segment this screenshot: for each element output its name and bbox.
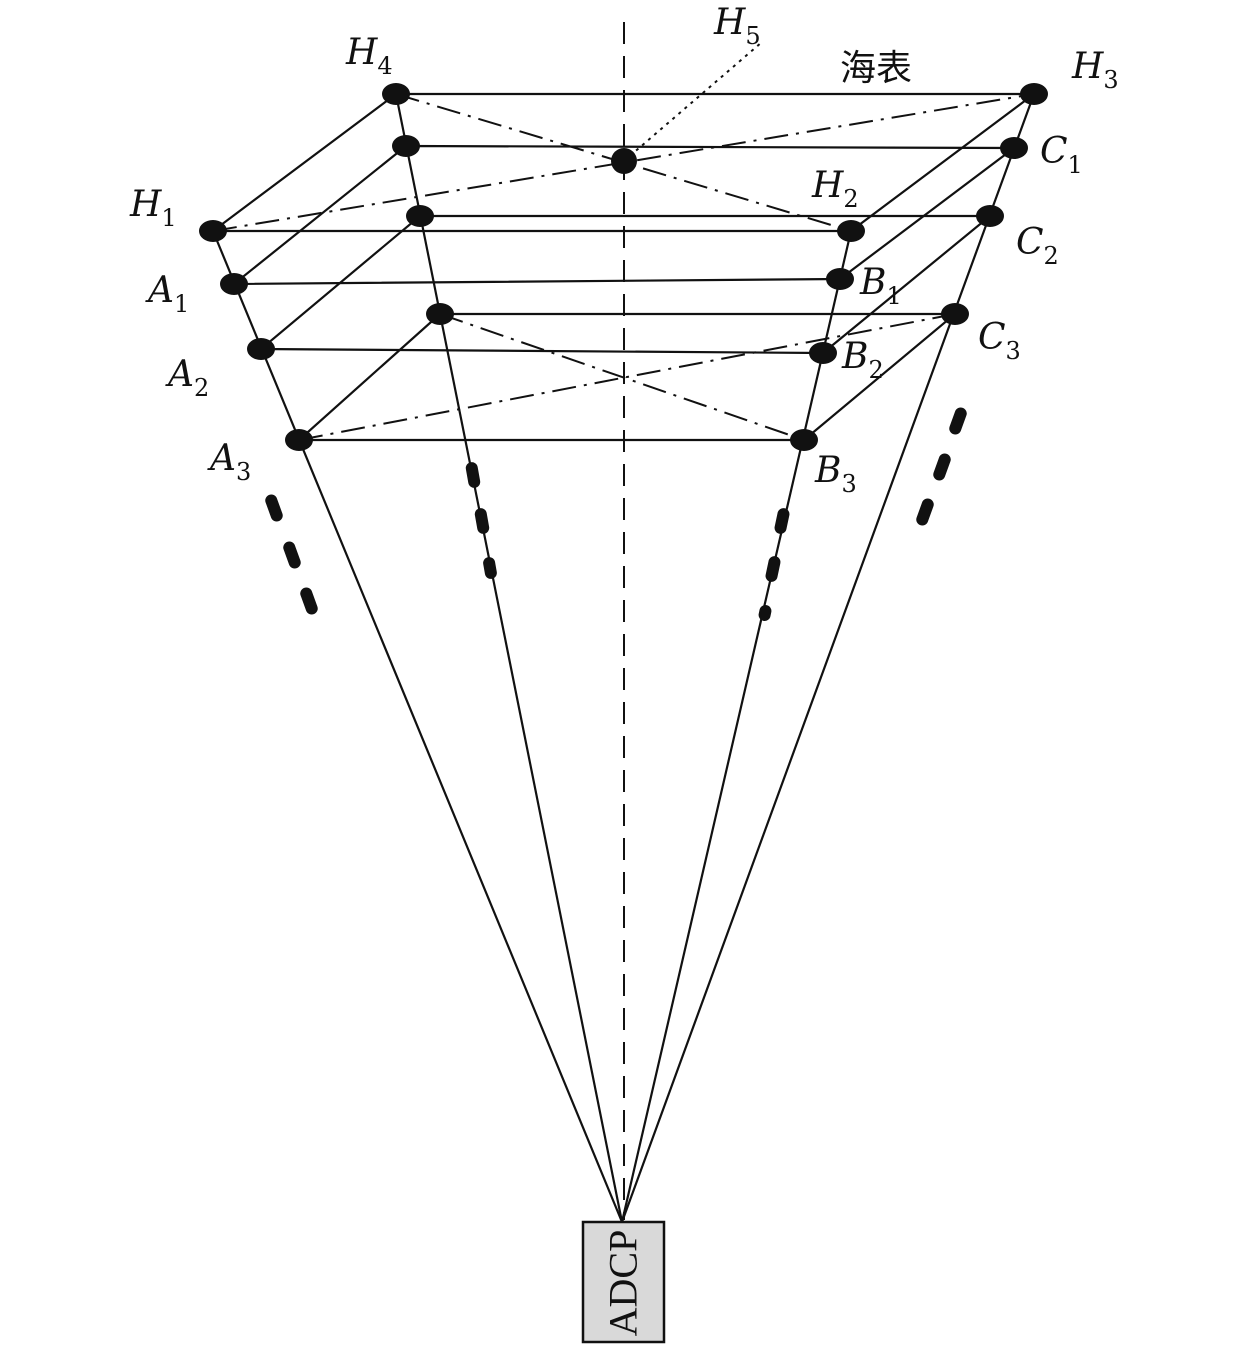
continuation-left-3 [300, 587, 318, 615]
nodes [199, 83, 1048, 451]
node-c3 [941, 303, 969, 325]
label-a1: A1 [145, 270, 189, 318]
node-a1 [220, 273, 248, 295]
adcp-device: ADCP [581, 1220, 666, 1344]
label-b2: B2 [841, 336, 884, 384]
continuation-left-1 [265, 494, 283, 522]
beam-h4 [394, 93, 624, 1223]
node-c1 [1000, 137, 1028, 159]
node-h2 [837, 220, 865, 242]
beam-h3 [620, 93, 1036, 1223]
label-h5: H5 [713, 2, 761, 50]
layer-3 [296, 312, 959, 442]
label-a3: A3 [207, 438, 251, 486]
layer-3-diag-a [298, 313, 956, 441]
beam-h1 [211, 230, 624, 1223]
continuation-left-2 [283, 541, 301, 569]
node-a2 [247, 338, 275, 360]
node-layer3-back-left [426, 303, 454, 325]
continuation-midright-1 [774, 508, 790, 534]
node-h5 [611, 148, 637, 174]
node-b3 [790, 429, 818, 451]
label-h4: H4 [345, 32, 393, 80]
node-b1 [826, 268, 854, 290]
continuation-right-2 [933, 453, 951, 481]
continuation-midleft-2 [474, 508, 490, 534]
continuation-marks [265, 407, 967, 621]
node-c2 [976, 205, 1004, 227]
sea-surface-label: 海表 [840, 48, 912, 89]
label-c1: C1 [1040, 131, 1083, 179]
label-h1: H1 [129, 184, 177, 232]
continuation-midright-2 [765, 556, 781, 582]
surface-diag-h1-h3 [212, 93, 1035, 232]
node-layer1-back-left [392, 135, 420, 157]
adcp-label: ADCP [601, 1230, 646, 1337]
label-b3: B3 [814, 450, 857, 498]
node-a3 [285, 429, 313, 451]
node-b2 [809, 342, 837, 364]
node-h4 [382, 83, 410, 105]
point-labels: H4 H5 H3 C1 H1 H2 C2 A1 B1 C3 A2 B2 A3 B… [129, 2, 1119, 498]
label-c2: C2 [1016, 222, 1059, 270]
label-a2: A2 [165, 354, 209, 402]
continuation-midright-3 [758, 605, 772, 621]
continuation-right-1 [949, 407, 967, 435]
continuation-midleft-3 [483, 557, 497, 579]
layer-3-diag-b [439, 313, 805, 441]
node-h1 [199, 220, 227, 242]
label-h3: H3 [1071, 46, 1119, 94]
label-h2: H2 [811, 165, 859, 213]
continuation-midleft-1 [465, 462, 481, 488]
beam-h2 [620, 230, 853, 1223]
continuation-right-3 [916, 498, 934, 526]
adcp-box [581, 1220, 666, 1344]
node-h3 [1020, 83, 1048, 105]
label-b1: B1 [859, 262, 902, 310]
label-c3: C3 [978, 317, 1021, 365]
node-layer2-back-left [406, 205, 434, 227]
